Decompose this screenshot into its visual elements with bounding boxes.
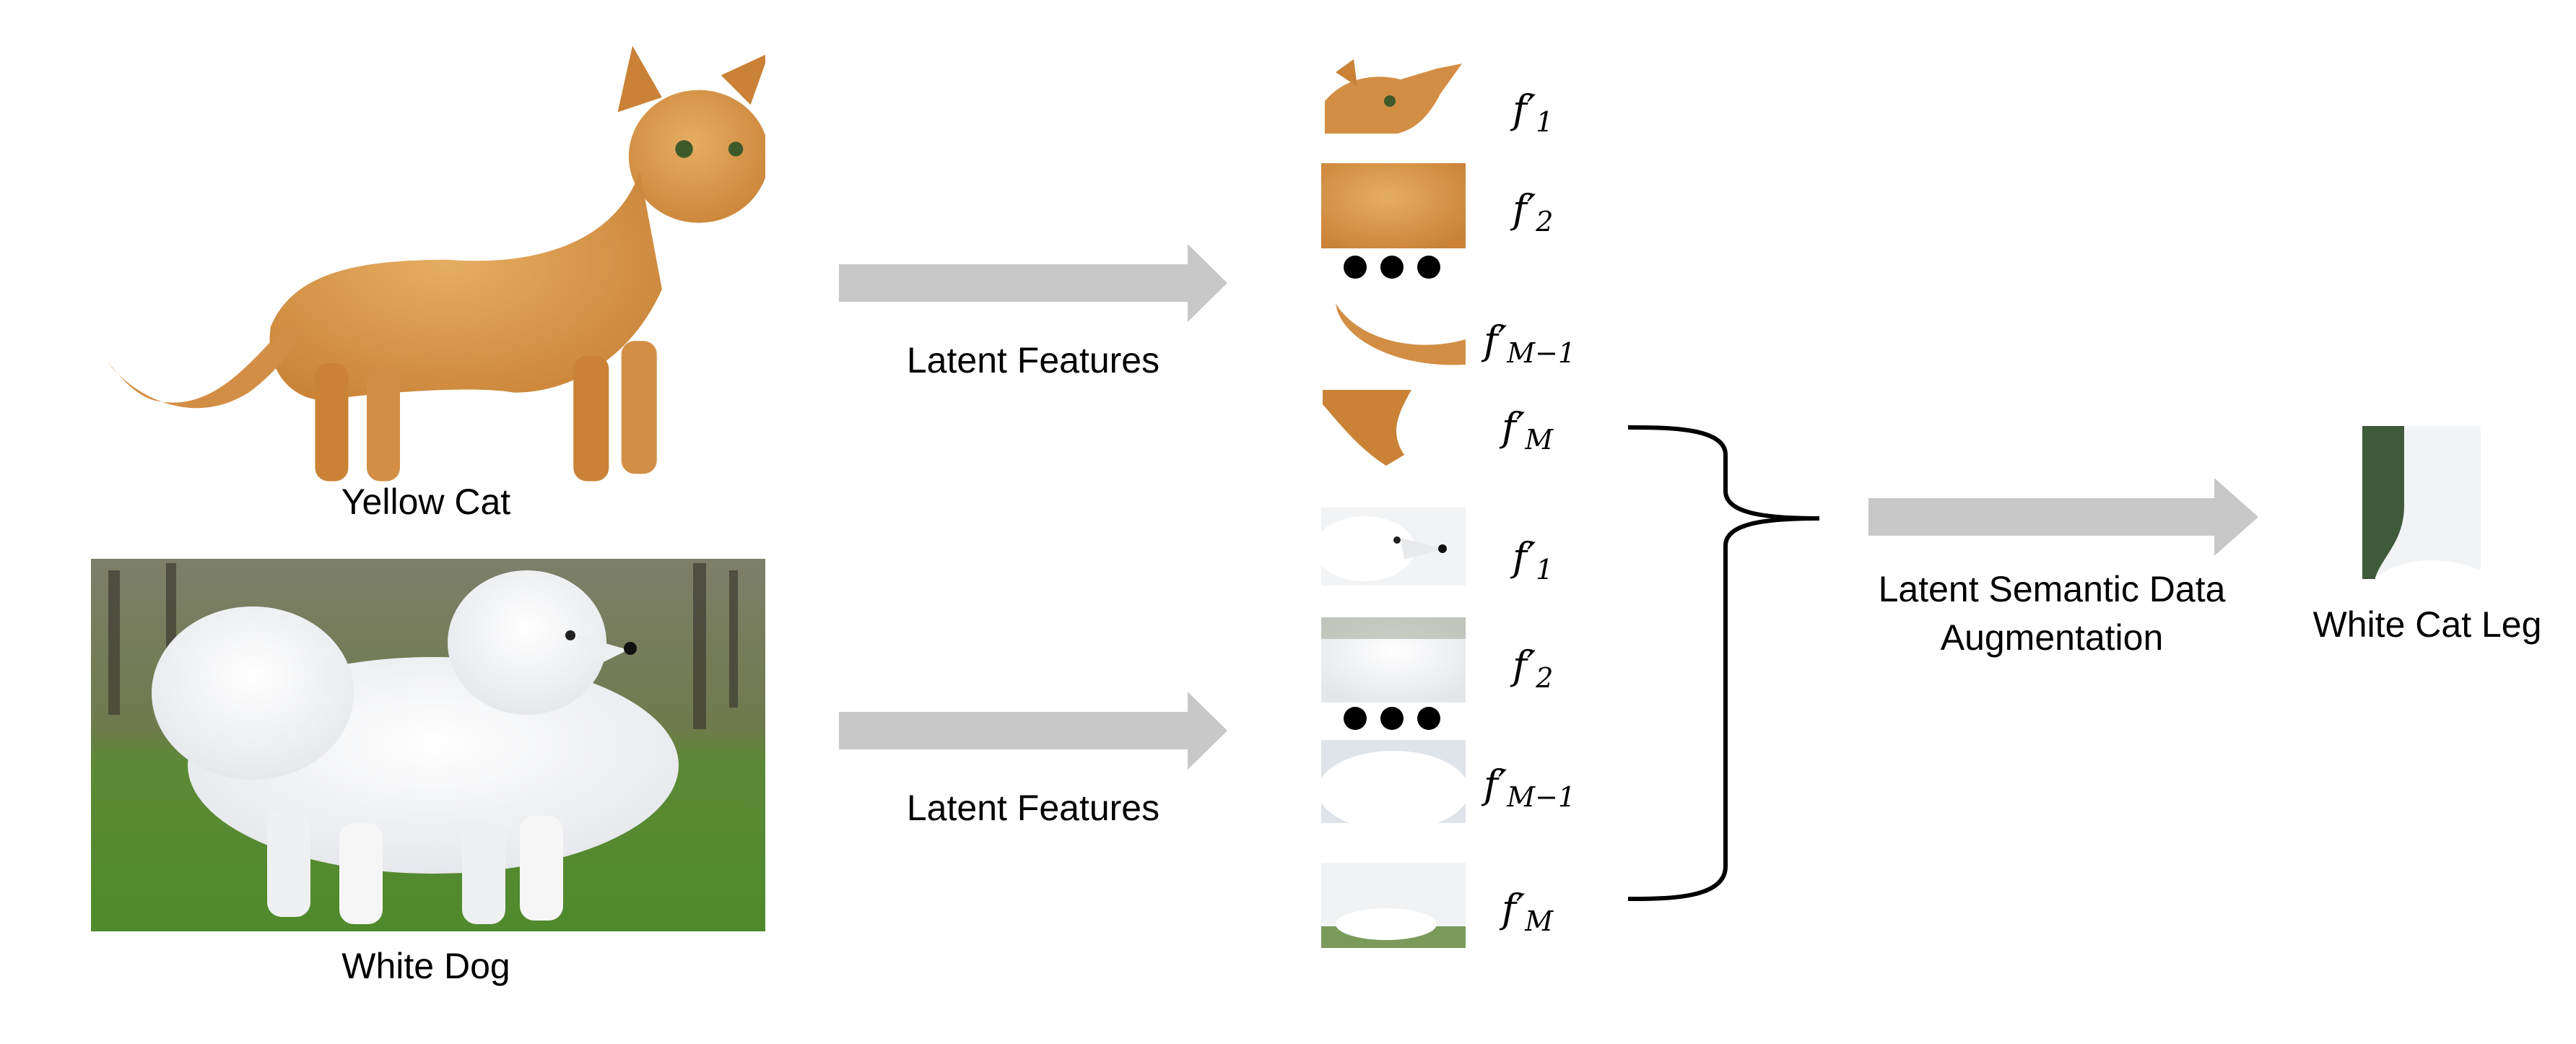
dog-feature-list (1314, 508, 1469, 948)
cat-feature-label-m: f′M (1499, 404, 1554, 456)
dog-patch-body (1318, 740, 1469, 830)
cat-patch-tail (1321, 292, 1466, 365)
cat-feature-label-2: f′2 (1510, 186, 1553, 238)
dog-patch-head (1314, 508, 1466, 586)
white-cat-leg-caption: White Cat Leg (2313, 604, 2542, 645)
augmentation-label-line1: Latent Semantic Data (1879, 569, 2226, 609)
dog-feature-label-m: f′M (1499, 886, 1554, 937)
white-cat-leg-illustration (2362, 426, 2481, 579)
yellow-cat-caption: Yellow Cat (341, 482, 511, 522)
cat-latent-arrow (839, 244, 1227, 322)
dog-patch-paw (1321, 863, 1466, 948)
dog-feature-label-1: f′1 (1510, 534, 1553, 586)
cat-latent-label: Latent Features (907, 340, 1159, 380)
dog-latent-label: Latent Features (907, 788, 1159, 828)
white-dog-caption: White Dog (341, 946, 510, 986)
cat-feature-label-m-1: f′M−1 (1481, 318, 1575, 369)
augmentation-arrow (1868, 478, 2258, 556)
cat-patch-head (1321, 58, 1466, 134)
cat-patch-leg (1321, 390, 1466, 468)
augmentation-label-line2: Augmentation (1941, 617, 2164, 658)
dog-feature-label-2: f′2 (1510, 643, 1553, 694)
yellow-cat-illustration (108, 45, 765, 482)
combine-brace (1627, 425, 1820, 901)
cat-feature-labels: f′1 f′2 f′M−1 f′M (1481, 87, 1575, 456)
dog-latent-arrow (839, 692, 1227, 770)
cat-feature-list (1321, 58, 1466, 468)
dog-patch-ellipsis (1344, 707, 1440, 730)
dog-feature-label-m-1: f′M−1 (1481, 762, 1575, 813)
cat-feature-label-1: f′1 (1510, 87, 1553, 138)
dog-patch-fur (1321, 617, 1466, 702)
white-dog-illustration (91, 559, 765, 931)
dog-feature-labels: f′1 f′2 f′M−1 f′M (1481, 534, 1575, 937)
cat-patch-fur (1321, 163, 1466, 248)
cat-patch-ellipsis (1344, 256, 1440, 279)
